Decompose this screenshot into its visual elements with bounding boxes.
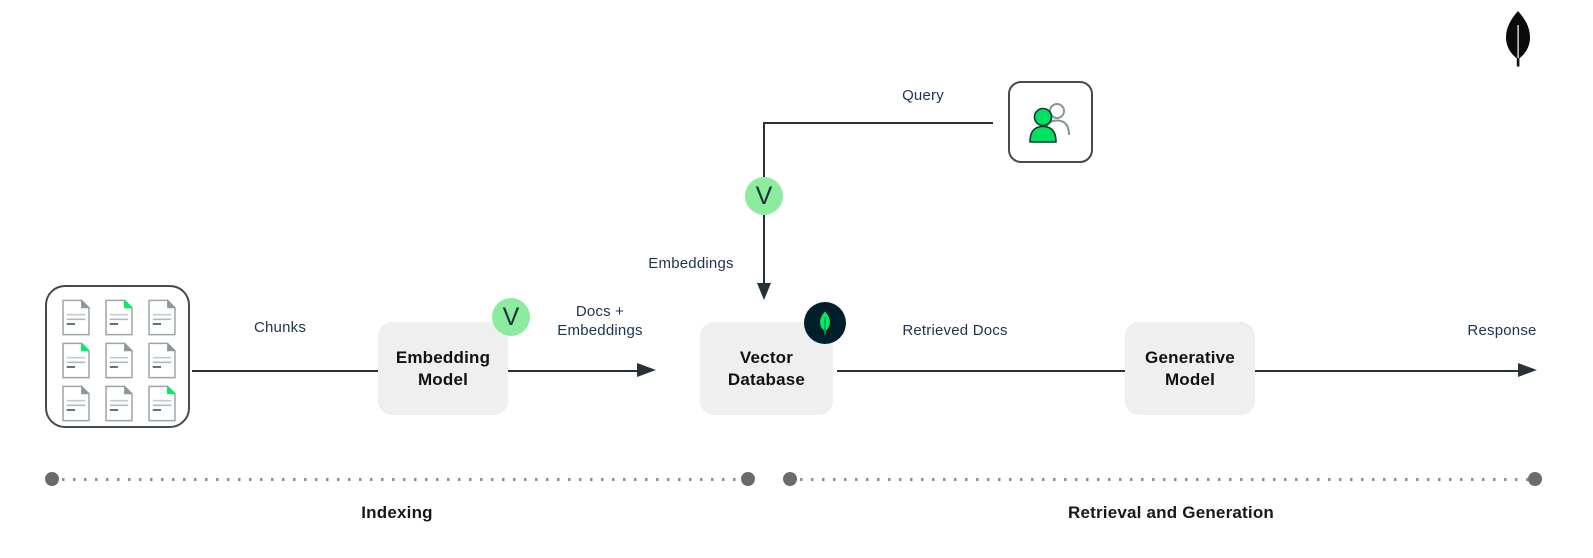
response-edge-line [1255, 370, 1518, 372]
people-icon [1028, 103, 1070, 143]
docs-embeddings-edge-label: Docs + Embeddings [557, 303, 643, 339]
mongodb-badge [804, 302, 846, 344]
mongodb-leaf-icon [1496, 10, 1540, 73]
vector-badge-embedding: V [492, 298, 530, 336]
indexing-span-start-dot [45, 472, 59, 486]
vector-database-label: Vector Database [727, 347, 806, 389]
indexing-phase-label: Indexing [361, 503, 433, 522]
embedding-model-label: Embedding Model [395, 347, 491, 389]
chunks-edge-line [192, 370, 378, 372]
embedding-model-node: Embedding Model [378, 322, 508, 415]
docs-embeddings-arrowhead [637, 363, 656, 377]
document-icon [148, 342, 177, 379]
query-edge-line [764, 122, 993, 124]
vector-badge-letter: V [502, 302, 520, 331]
document-icon [105, 342, 134, 379]
query-edge-label: Query [902, 87, 944, 104]
mongodb-leaf-icon [820, 311, 830, 335]
document-icon [62, 385, 91, 422]
documents-node [45, 285, 190, 428]
document-icon [62, 299, 91, 336]
generative-model-node: Generative Model [1125, 322, 1255, 415]
indexing-span-end-dot [741, 472, 755, 486]
response-arrowhead [1518, 363, 1537, 377]
vector-badge-letter: V [755, 181, 773, 210]
document-icon [105, 299, 134, 336]
retrieval-span-dotted-line [800, 478, 1528, 481]
document-icon [148, 299, 177, 336]
document-icon [105, 385, 134, 422]
generative-model-label: Generative Model [1145, 347, 1235, 389]
embeddings-edge-label: Embeddings [648, 255, 734, 272]
user-node [1008, 81, 1093, 163]
document-icon [148, 385, 177, 422]
document-icon [62, 342, 91, 379]
embeddings-arrowhead [757, 283, 771, 300]
vector-badge-query: V [745, 177, 783, 215]
retrieval-span-start-dot [783, 472, 797, 486]
response-edge-label: Response [1467, 322, 1537, 339]
retrieval-span-end-dot [1528, 472, 1542, 486]
retrieved-docs-edge-label: Retrieved Docs [902, 322, 1008, 339]
indexing-span-dotted-line [62, 478, 741, 481]
retrieval-phase-label: Retrieval and Generation [1067, 503, 1275, 522]
docs-embeddings-edge-line [508, 370, 640, 372]
chunks-edge-label: Chunks [253, 319, 307, 336]
retrieved-docs-edge-line [837, 370, 1125, 372]
